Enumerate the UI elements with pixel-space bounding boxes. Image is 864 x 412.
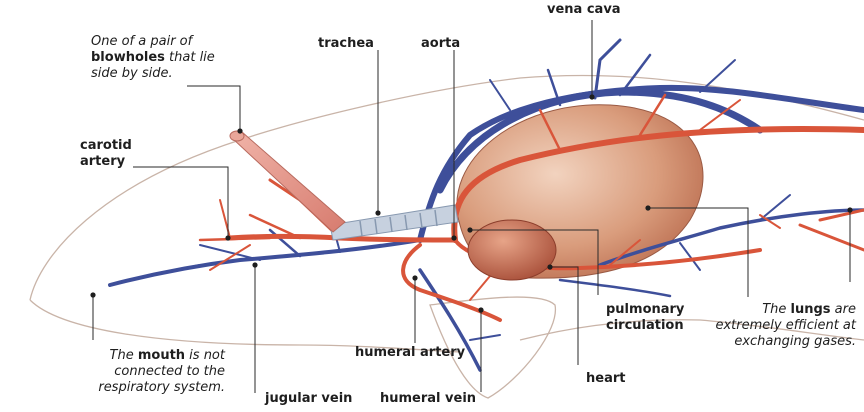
blowhole-passage — [232, 132, 345, 232]
blowhole-caption: One of a pair of blowholes that lie side… — [91, 34, 215, 82]
pulmonary-circulation-label: pulmonary circulation — [606, 302, 684, 334]
heart — [468, 220, 556, 280]
jugular-vein-label: jugular vein — [265, 391, 352, 407]
trachea-label: trachea — [318, 36, 374, 52]
carotid-artery-label: carotid artery — [80, 138, 132, 170]
blowholes-term: blowholes — [91, 50, 165, 65]
humeral-vein-label: humeral vein — [380, 391, 476, 407]
trachea — [330, 205, 458, 240]
lungs-caption: The lungs are extremely efficient at exc… — [700, 302, 856, 350]
heart-label: heart — [586, 371, 625, 387]
mouth-term: mouth — [138, 348, 185, 363]
mouth-caption: The mouth is not connected to the respir… — [93, 348, 225, 396]
lungs-term: lungs — [791, 302, 831, 317]
vena-cava-label: vena cava — [547, 2, 621, 18]
aorta-label: aorta — [421, 36, 460, 52]
humeral-artery-label: humeral artery — [355, 345, 465, 361]
